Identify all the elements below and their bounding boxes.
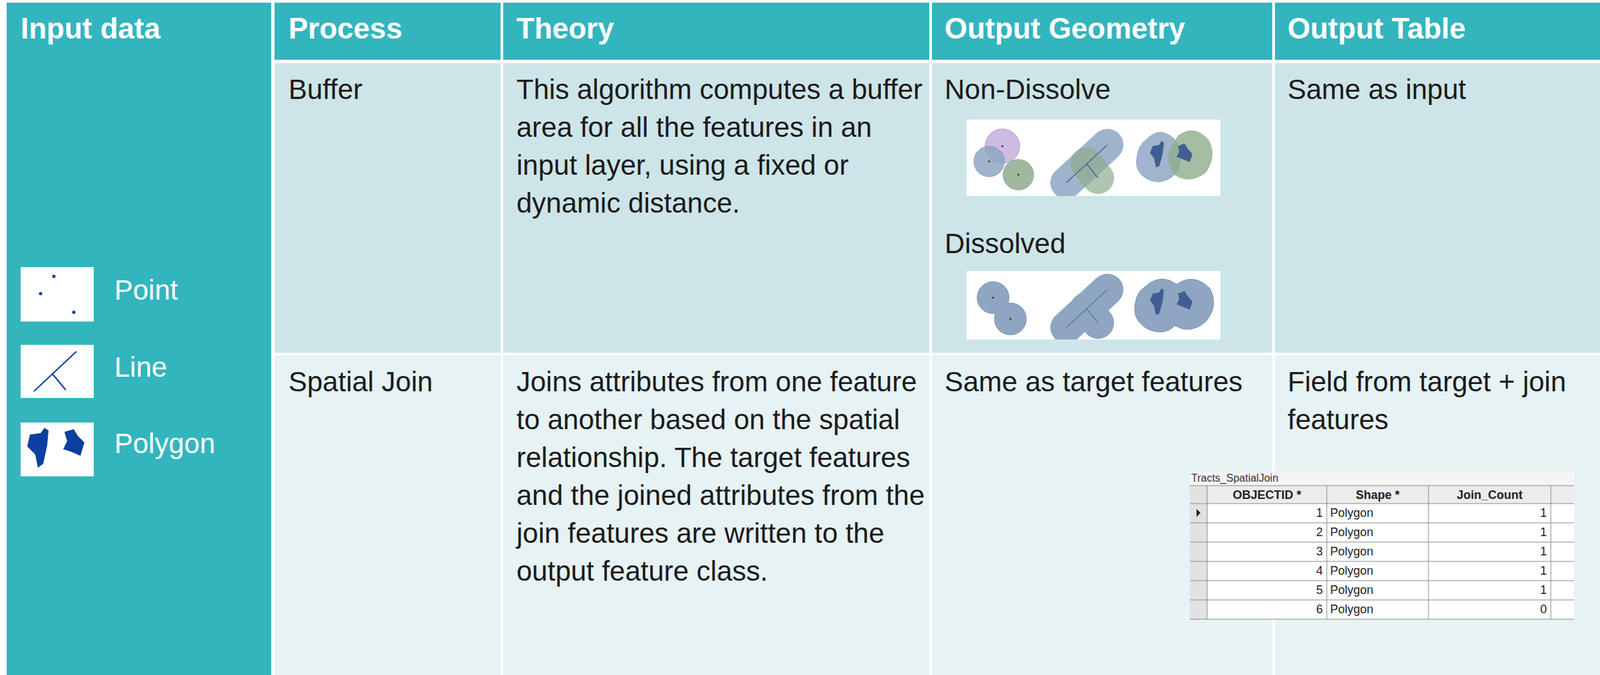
geometry-label: Dissolved xyxy=(944,224,1264,263)
buffer-nondissolve-figure xyxy=(966,119,1221,197)
table-cell-text: 4 xyxy=(1207,564,1323,579)
theory-text: This algorithm computes a buffer area fo… xyxy=(516,70,926,223)
header-text: Output Geometry xyxy=(944,11,1267,46)
table-cell-text: 1 xyxy=(1207,506,1323,521)
table-cell-text: Polygon xyxy=(1330,545,1427,560)
table-cell-text: 1 xyxy=(1428,525,1547,540)
header-text: Theory xyxy=(516,11,916,46)
table-cell xyxy=(1274,63,1600,353)
column-header: Join_Count xyxy=(1428,488,1551,503)
table-cell-text: 3 xyxy=(1207,545,1323,560)
table-cell-text: 5 xyxy=(1207,583,1323,598)
table-cell-text: Polygon xyxy=(1330,564,1427,579)
table-cell-text: 0 xyxy=(1428,602,1547,617)
point-icon xyxy=(20,267,94,322)
input-type-label: Point xyxy=(114,273,264,308)
table-cell xyxy=(274,63,501,353)
process-name: Buffer xyxy=(288,70,495,109)
table-cell-text: Polygon xyxy=(1330,583,1427,598)
input-column xyxy=(6,2,272,675)
table-cell-text: Polygon xyxy=(1330,602,1427,617)
line-icon xyxy=(20,344,94,399)
header-text: Input data xyxy=(20,11,267,46)
table-cell-text: 1 xyxy=(1428,506,1547,521)
polygon-icon xyxy=(20,422,94,477)
column-header: Shape * xyxy=(1326,488,1429,503)
table-cell-text: 1 xyxy=(1428,583,1547,598)
header-text: Output Table xyxy=(1287,11,1594,46)
table-cell-text: 2 xyxy=(1207,525,1323,540)
table-cell-text: 1 xyxy=(1428,564,1547,579)
output-table-text: Same as input xyxy=(1287,70,1594,109)
header-text: Process xyxy=(288,11,495,46)
input-type-label: Polygon xyxy=(114,427,264,461)
table-cell-text: Polygon xyxy=(1330,525,1427,540)
geometry-label: Non-Dissolve xyxy=(944,70,1264,109)
process-name: Spatial Join xyxy=(288,362,495,401)
table-cell-text: 1 xyxy=(1428,545,1547,560)
table-title: Tracts_SpatialJoin xyxy=(1191,471,1391,486)
buffer-dissolved-figure xyxy=(966,271,1221,340)
table-cell-text: 6 xyxy=(1207,602,1323,617)
table-cell xyxy=(503,355,930,675)
input-type-label: Line xyxy=(114,350,264,385)
geometry-label: Same as target features xyxy=(944,362,1258,401)
output-table-text: Field from target + join features xyxy=(1287,362,1574,439)
column-header: OBJECTID * xyxy=(1207,488,1327,503)
theory-text: Joins attributes from one feature to ano… xyxy=(516,362,926,591)
table-cell-text: Polygon xyxy=(1330,506,1427,521)
table-cell xyxy=(274,355,501,675)
